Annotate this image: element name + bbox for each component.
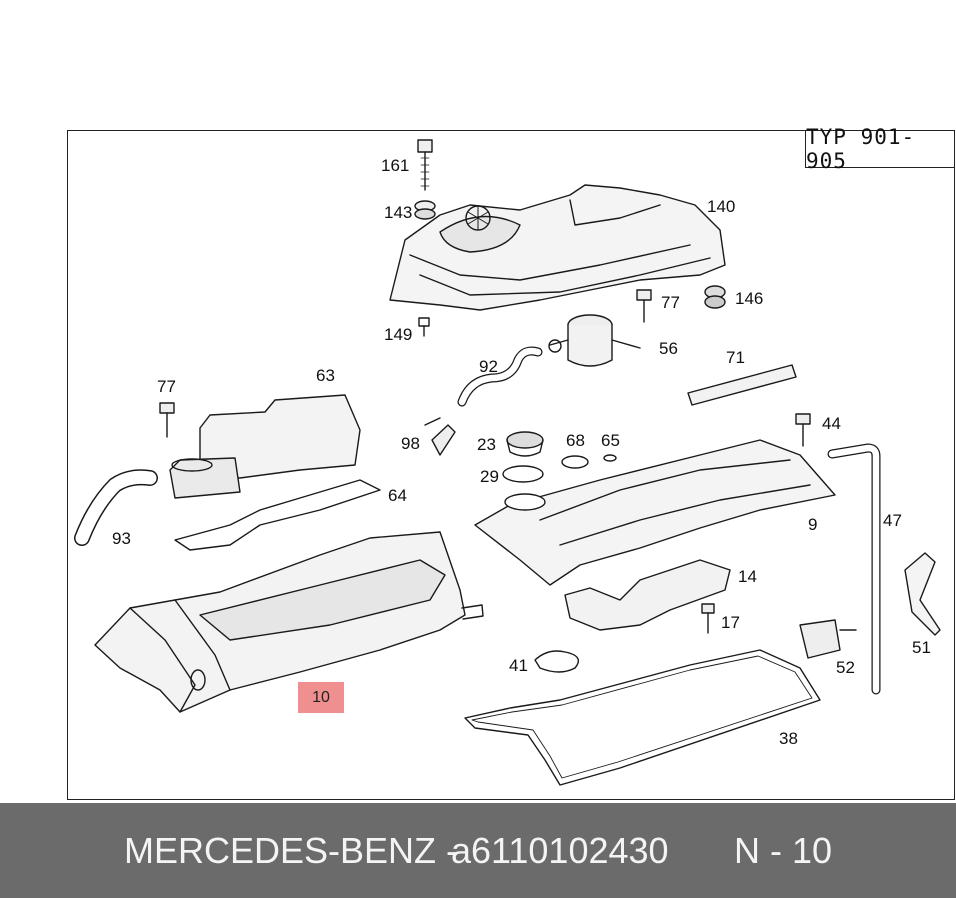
callout-65: 65	[601, 431, 620, 450]
callout-38: 38	[779, 729, 798, 748]
callout-71: 71	[726, 348, 745, 367]
tube-71	[687, 364, 797, 406]
callout-140: 140	[707, 197, 736, 216]
ring-68	[561, 455, 589, 469]
callout-23: 23	[477, 435, 496, 454]
oil-separator-56	[548, 314, 641, 367]
callout-44: 44	[822, 414, 841, 433]
footer-part-number: a6110102430	[451, 829, 669, 871]
screw-149	[418, 317, 430, 337]
footer-position: N - 10	[734, 829, 833, 871]
callout-143: 143	[384, 203, 413, 222]
gasket-38	[464, 649, 821, 786]
bolt-161	[417, 139, 433, 191]
footer-brand: MERCEDES-BENZ -	[124, 829, 459, 871]
bracket-51	[904, 552, 941, 636]
pipe-47	[827, 443, 881, 695]
callout-9: 9	[808, 515, 818, 534]
callout-68: 68	[566, 431, 585, 450]
exploded-parts-drawing	[74, 139, 941, 786]
callout-92: 92	[479, 357, 498, 376]
gasket-64	[174, 479, 381, 551]
callout-29: 29	[480, 467, 499, 486]
grommet-143	[414, 200, 436, 220]
callout-56: 56	[659, 339, 678, 358]
bolt-17	[701, 603, 715, 634]
bolt-44	[795, 413, 811, 447]
seal-41	[534, 650, 579, 673]
callout-41: 41	[509, 656, 528, 675]
bolt-77-right	[636, 289, 652, 323]
hose-92	[457, 346, 543, 407]
footer-bar: MERCEDES-BENZ - a6110102430 N - 10	[0, 803, 956, 898]
type-label: TYP 901-905	[805, 125, 955, 173]
callout-77-left: 77	[157, 377, 176, 396]
callout-63: 63	[316, 366, 335, 385]
callout-17: 17	[721, 613, 740, 632]
callout-146: 146	[735, 289, 764, 308]
seal-29	[502, 465, 544, 483]
upper-engine-cover	[389, 184, 726, 311]
clip-52	[799, 619, 857, 659]
callout-14: 14	[738, 567, 757, 586]
callout-51: 51	[912, 638, 931, 657]
grommet-146	[704, 285, 726, 309]
cylinder-head-cover-10	[94, 531, 484, 713]
hose-93	[74, 469, 158, 546]
module-63	[169, 394, 361, 499]
highlighted-part-label[interactable]: 10	[298, 682, 344, 713]
bolt-77-left	[159, 402, 175, 438]
camshaft-housing-9	[474, 439, 836, 586]
callout-93: 93	[112, 529, 131, 548]
callout-98: 98	[401, 434, 420, 453]
cap-23	[506, 431, 544, 457]
valve-98	[424, 417, 456, 456]
ring-65	[603, 454, 617, 462]
callout-161: 161	[381, 156, 410, 175]
callout-52: 52	[836, 658, 855, 677]
callout-64: 64	[388, 486, 407, 505]
camshaft-14	[564, 559, 731, 631]
callout-47: 47	[883, 511, 902, 530]
callout-149: 149	[384, 325, 413, 344]
callout-77-right: 77	[661, 293, 680, 312]
